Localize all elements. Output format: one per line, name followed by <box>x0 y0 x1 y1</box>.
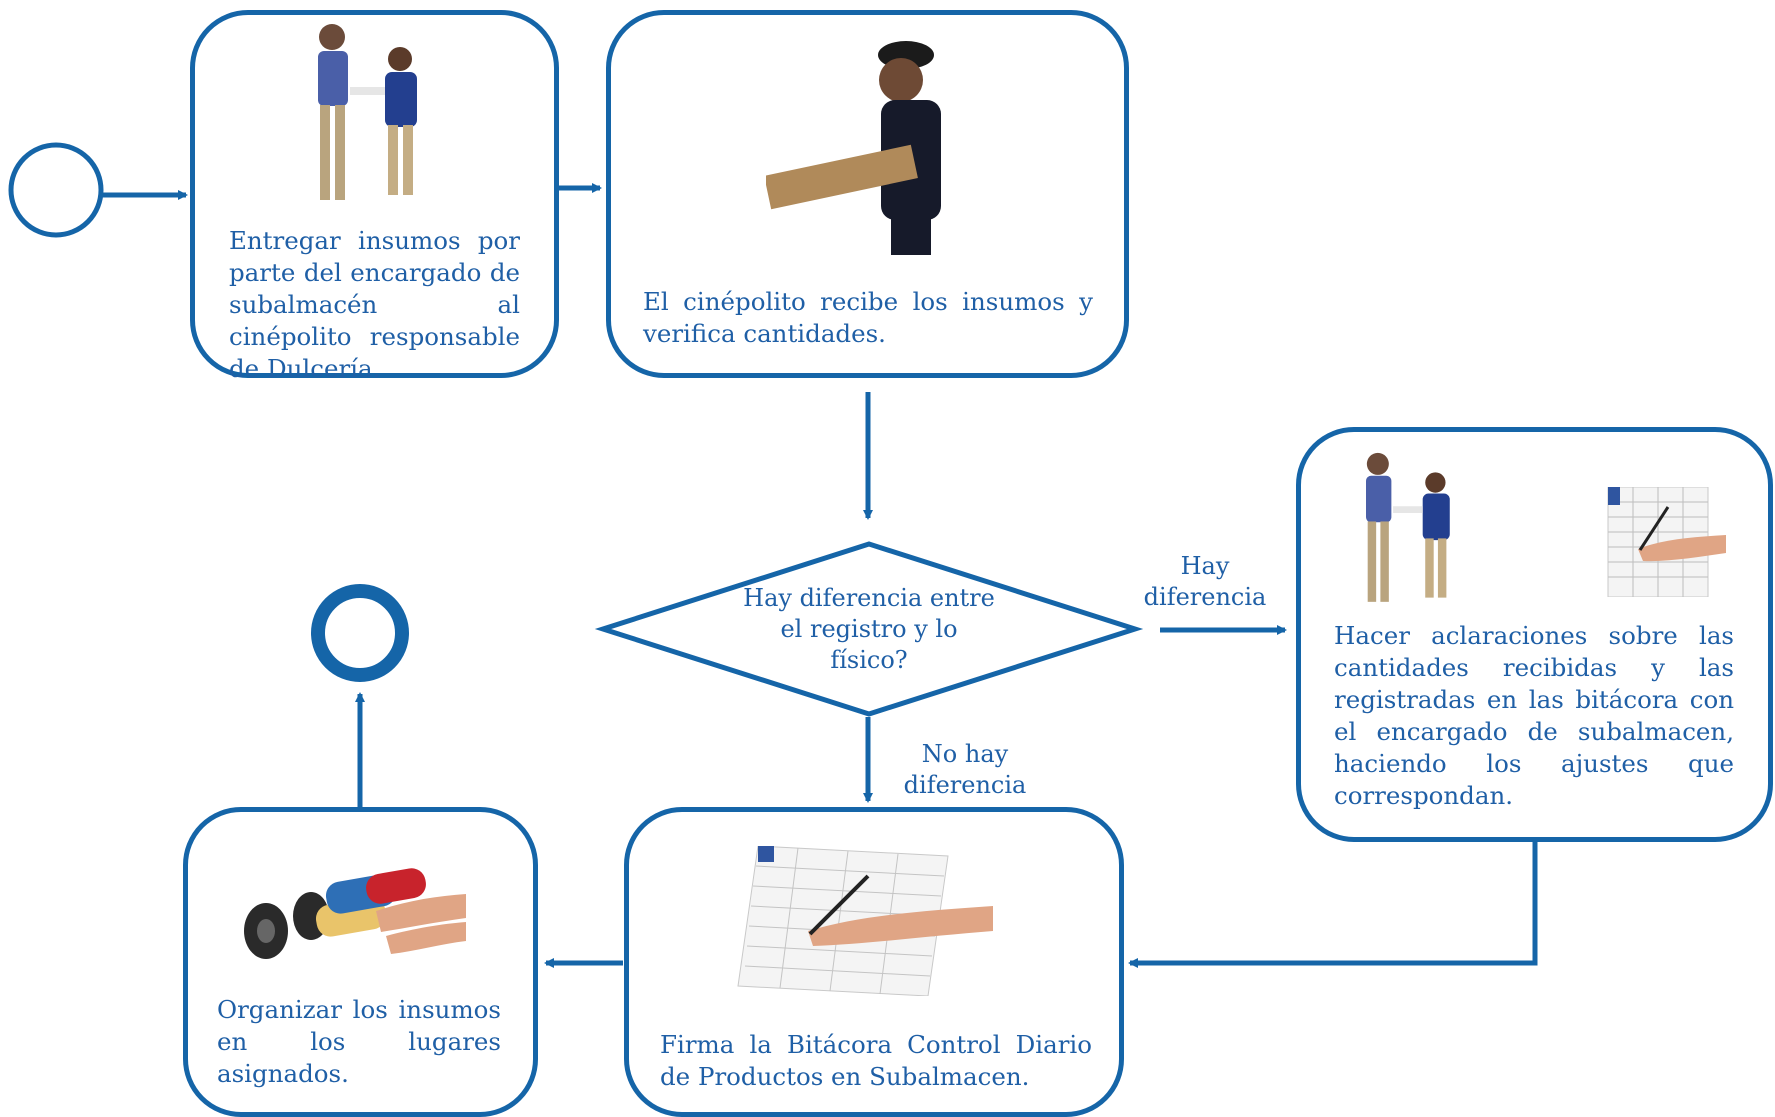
task-clarify-adjust-label: Hacer aclaraciones sobre las cantidades … <box>1334 621 1734 810</box>
edge-label-yes: Hay diferencia <box>1143 552 1267 611</box>
task-receive-verify-label: El cinépolito recibe los insumos y verif… <box>643 287 1093 348</box>
task-organize-supplies <box>183 807 538 1117</box>
employee-holding-box-photo <box>766 41 941 255</box>
decision-label: Hay diferencia entre el registro y lo fí… <box>743 584 995 674</box>
start-event <box>8 142 104 238</box>
task-deliver-supplies <box>190 10 559 378</box>
end-event <box>311 584 409 682</box>
two-workers-photo <box>318 24 417 200</box>
task-organize-supplies-label: Organizar los insumos en los lugares asi… <box>217 995 501 1088</box>
two-workers-photo <box>1366 452 1450 602</box>
task-deliver-supplies-label: Entregar insumos por parte del encargado… <box>229 226 520 383</box>
task-sign-log-label: Firma la Bitácora Control Diario de Prod… <box>660 1030 1092 1091</box>
hands-with-cups-photo <box>244 868 466 959</box>
task-receive-verify <box>606 10 1129 378</box>
edge-label-no: No hay diferencia <box>903 740 1027 799</box>
edge-clarify-to-sign <box>1128 842 1538 968</box>
hand-signing-log-photo <box>737 846 993 996</box>
decision-diamond <box>594 541 1144 717</box>
hand-signing-log-photo <box>1607 487 1726 597</box>
